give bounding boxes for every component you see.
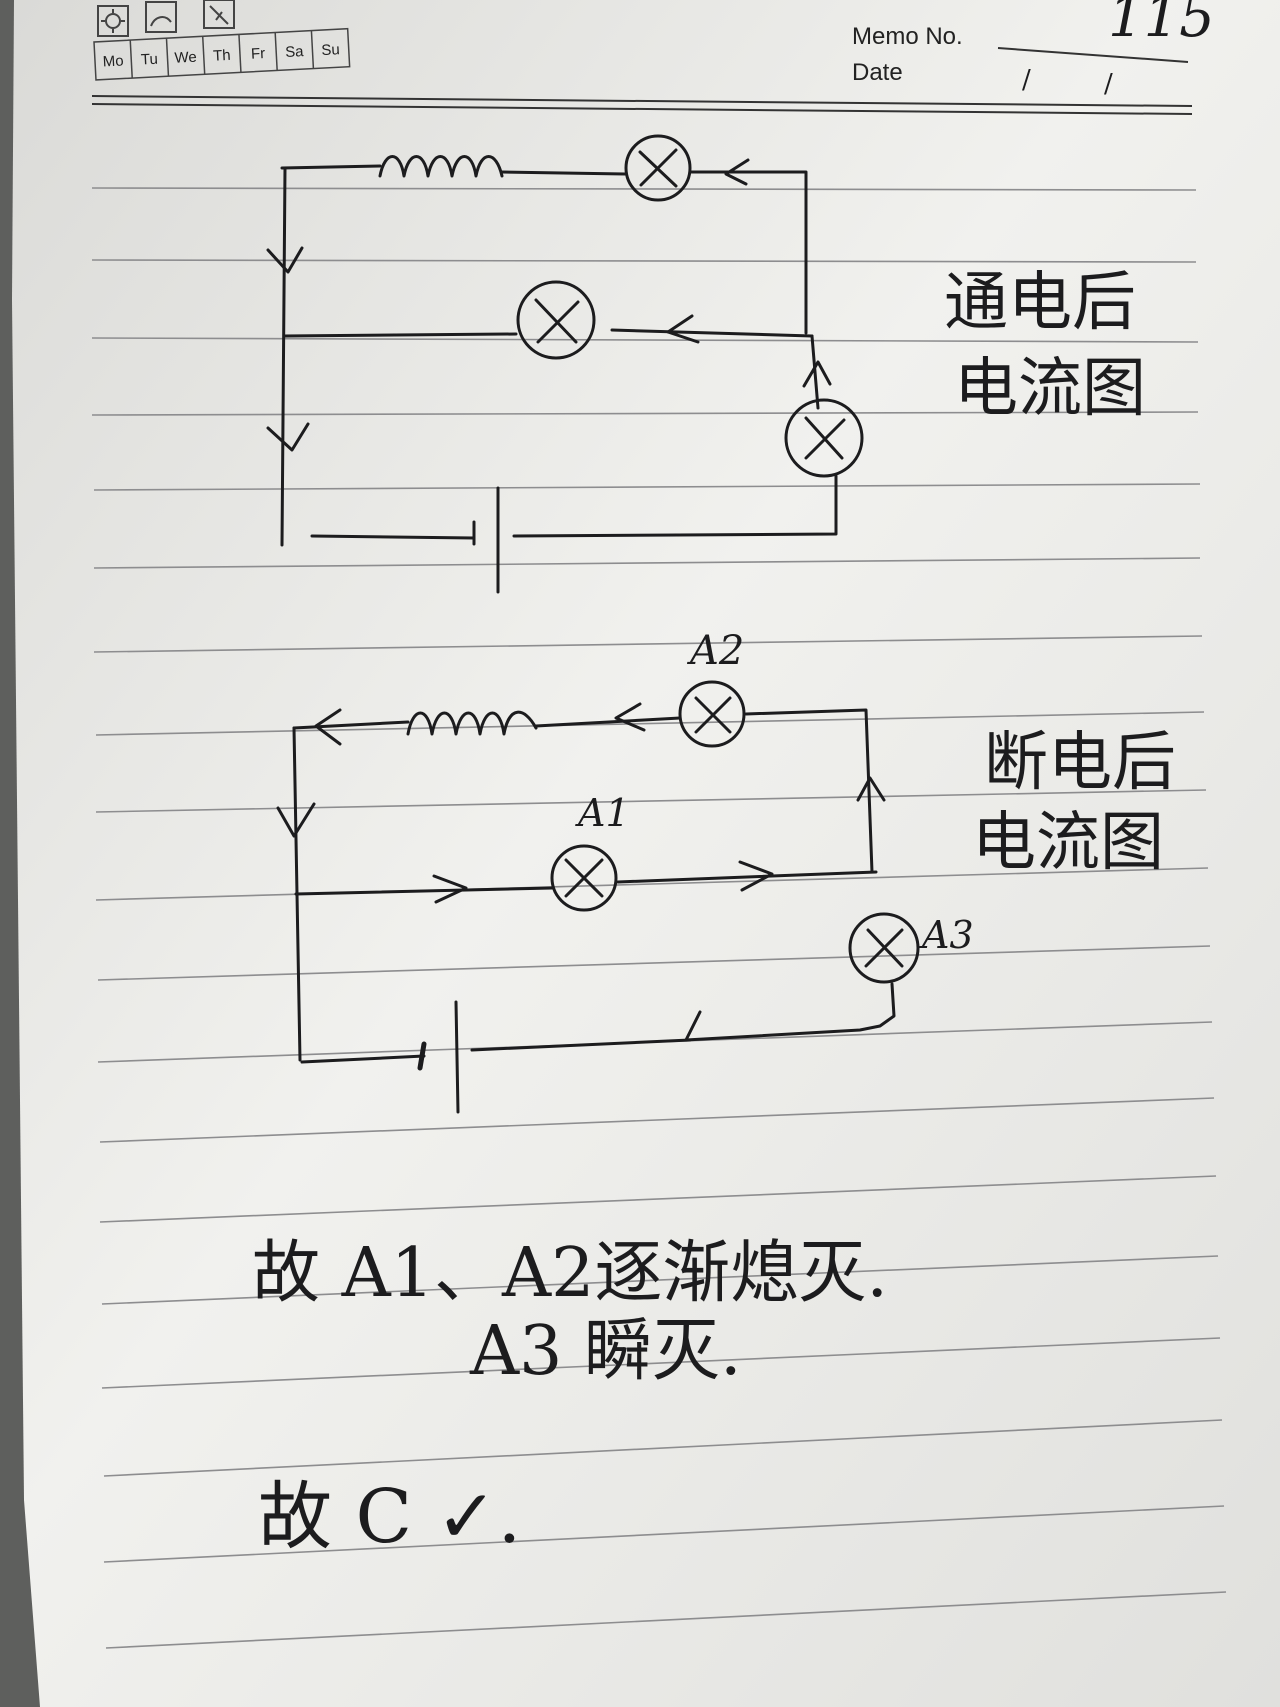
current-arrow — [266, 246, 304, 274]
paper-sheet — [12, 0, 1280, 1707]
circuit-diagram-power-on — [266, 134, 864, 594]
lamp-a3 — [848, 912, 920, 984]
date-separator: / — [1022, 65, 1031, 95]
wire — [512, 474, 838, 538]
weekday-label: Fr — [251, 45, 266, 63]
wire — [294, 886, 554, 896]
current-arrow — [802, 360, 832, 388]
current-arrow — [432, 874, 468, 904]
current-arrow — [314, 708, 342, 746]
current-arrow — [276, 802, 316, 838]
caption-power-off-line1: 断电后 — [984, 726, 1176, 800]
weekday-label: Tu — [141, 51, 159, 69]
conclusion-line1: 故 A1、A2逐渐熄灭. — [252, 1234, 888, 1313]
wire — [534, 716, 682, 728]
memo-label: Memo No. — [852, 23, 963, 50]
weekday-divider — [274, 32, 278, 71]
lamp-label-a2: A2 — [686, 628, 744, 674]
weekday-divider — [238, 34, 242, 73]
wire — [280, 166, 287, 547]
weekday-divider — [201, 36, 206, 75]
inductor-coil — [406, 710, 538, 736]
ruled-lines — [91, 187, 1227, 1649]
weekday-label: Mo — [102, 52, 124, 70]
switch-contact — [684, 1010, 702, 1042]
current-arrow — [614, 702, 646, 732]
header: Mo Tu We Th Fr Sa Su Memo No. 115 Date / / — [91, 0, 1215, 115]
lamp-a2 — [678, 680, 746, 748]
caption-power-off-line2: 电流图 — [972, 806, 1164, 880]
weekday-label: Su — [321, 41, 340, 59]
current-arrow — [266, 422, 310, 452]
conclusion-line3: 故 C ✓. — [258, 1474, 521, 1560]
conclusion-line2: A3 瞬灭. — [469, 1312, 742, 1391]
current-arrow — [666, 314, 700, 344]
wire — [470, 1038, 692, 1052]
weekday-divider — [165, 38, 170, 77]
weekday-divider — [129, 40, 133, 79]
wire — [500, 170, 627, 176]
weekday-boxes: Mo Tu We Th Fr Sa Su — [93, 27, 351, 81]
wire — [280, 164, 382, 170]
circuit-diagram-power-off — [276, 680, 920, 1114]
weekday-label: Sa — [285, 43, 305, 61]
wire — [310, 534, 476, 540]
header-double-rule — [91, 95, 1193, 115]
wire — [610, 328, 814, 338]
wire — [292, 720, 410, 730]
current-arrow — [738, 860, 774, 892]
lamp-label-a1: A1 — [575, 791, 630, 835]
lamp-a1 — [550, 844, 618, 912]
wire — [744, 708, 874, 874]
date-label: Date — [852, 59, 903, 86]
weekday-divider — [310, 30, 315, 69]
memo-line — [997, 47, 1189, 63]
wire — [810, 334, 820, 410]
date-separator: / — [1104, 69, 1113, 99]
weather-icons — [97, 0, 235, 37]
memo-number: 115 — [1108, 0, 1215, 50]
wire — [684, 982, 896, 1042]
lamp — [784, 398, 864, 478]
lamp-label-a3: A3 — [919, 913, 974, 957]
weekday-label: Th — [213, 47, 231, 65]
sun-icon — [97, 5, 129, 37]
partly-cloudy-icon — [145, 1, 177, 33]
wire — [282, 332, 518, 338]
caption-power-on-line2: 电流图 — [954, 352, 1146, 426]
current-arrow — [724, 158, 750, 186]
current-arrow — [856, 776, 886, 802]
weekday-label: We — [174, 49, 197, 67]
inductor-coil — [378, 155, 504, 178]
wire — [300, 1054, 426, 1064]
wire — [616, 870, 878, 884]
lamp — [624, 134, 692, 202]
lamp — [516, 280, 596, 360]
caption-power-on-line1: 通电后 — [944, 266, 1136, 340]
rain-icon — [203, 0, 235, 29]
battery-plate-long — [454, 1000, 460, 1114]
